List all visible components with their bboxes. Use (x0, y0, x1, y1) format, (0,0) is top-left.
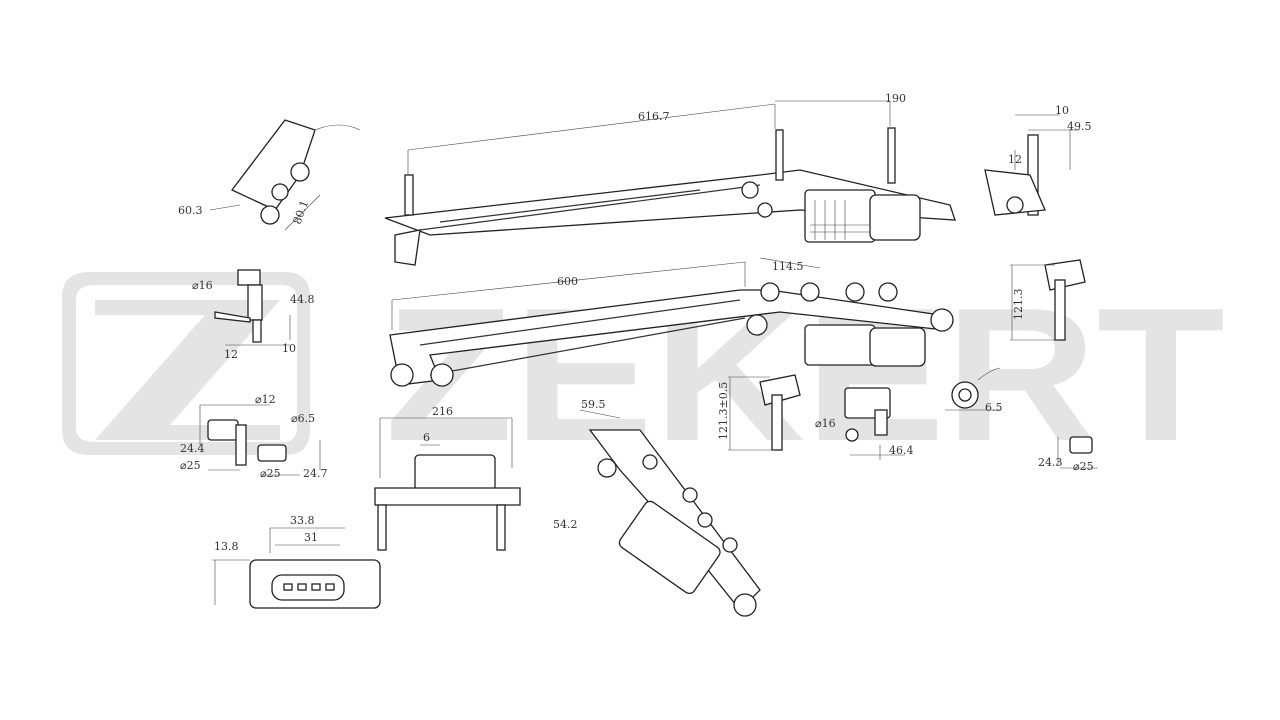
dim-dia-25-mid: ⌀25 (260, 467, 281, 480)
dim-33-8: 33.8 (290, 514, 315, 527)
dim-600: 600 (557, 275, 578, 288)
detail-left-bracket (214, 269, 291, 346)
dimension-labels: 616.7 190 10 49.5 12 60.3 80.1 600 114.5… (178, 92, 1094, 553)
dim-49-5: 49.5 (1067, 120, 1092, 133)
dim-616-7: 616.7 (638, 110, 670, 123)
detail-spindle-121 (1010, 259, 1086, 341)
dim-10-top: 10 (1055, 104, 1069, 117)
dim-dia-16-left: ⌀16 (192, 279, 213, 292)
detail-roller (945, 367, 1001, 411)
wiper-linkage-top (384, 127, 956, 266)
detail-rotated-assembly (579, 409, 761, 617)
dim-44-8: 44.8 (290, 293, 315, 306)
detail-spindle-right (984, 114, 1080, 216)
dim-216: 216 (432, 405, 453, 418)
dim-13-8: 13.8 (214, 540, 239, 553)
dim-121-3: 121.3 (1012, 289, 1025, 321)
dim-114-5: 114.5 (772, 260, 804, 273)
dim-10-left: 10 (282, 342, 296, 355)
dim-31: 31 (304, 531, 318, 544)
dim-59-5: 59.5 (581, 398, 606, 411)
dim-12-left: 12 (224, 348, 238, 361)
detail-pivot-arm (209, 119, 361, 231)
detail-spindle-tol (728, 374, 801, 451)
detail-motor-small (844, 387, 905, 460)
wiper-linkage-bottom (389, 282, 954, 387)
dim-121-3-tol: 121.3±0.5 (717, 382, 730, 440)
dim-80-1: 80.1 (291, 199, 312, 226)
watermark-logo-z (95, 300, 280, 440)
dim-dia-16-mid: ⌀16 (815, 417, 836, 430)
dim-46-4: 46.4 (889, 444, 914, 457)
detail-bushing-right (1057, 436, 1098, 469)
detail-motor-bracket (374, 417, 521, 551)
dim-190: 190 (885, 92, 906, 105)
dim-12-top: 12 (1008, 153, 1022, 166)
detail-bushings (199, 404, 321, 476)
dim-dia-25-left: ⌀25 (180, 459, 201, 472)
dim-6-5: 6.5 (985, 401, 1003, 414)
dim-54-2: 54.2 (553, 518, 578, 531)
dim-24-3: 24.3 (1038, 456, 1063, 469)
dim-6: 6 (423, 431, 430, 444)
dim-dia-6-5: ⌀6.5 (291, 412, 315, 425)
detail-connector (212, 527, 381, 609)
dim-60-3: 60.3 (178, 204, 203, 217)
dim-dia-25-right: ⌀25 (1073, 460, 1094, 473)
dim-dia-12: ⌀12 (255, 393, 276, 406)
dim-24-4: 24.4 (180, 442, 205, 455)
dim-24-7: 24.7 (303, 467, 328, 480)
